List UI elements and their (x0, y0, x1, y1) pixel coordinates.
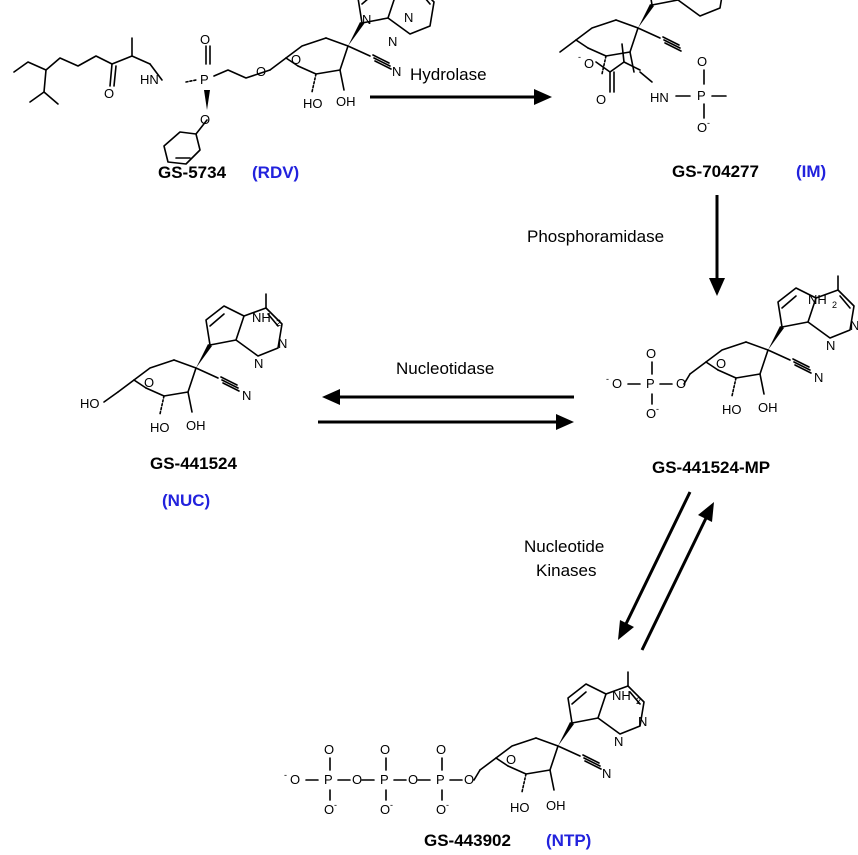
compound-abbr-ntp: (NTP) (546, 831, 591, 850)
atom-label: N (242, 388, 251, 403)
charge-label: - (707, 118, 710, 128)
atom-label: O (256, 64, 266, 79)
compound-ntp: O - P O O - O P O O - O P O O - O O HO O… (284, 671, 647, 850)
atom-label: HN (140, 72, 159, 87)
atom-label: O (646, 346, 656, 361)
atom-label: HN (650, 90, 669, 105)
atom-label: O (506, 752, 516, 767)
arrow-kinases-forward (618, 491, 692, 640)
atom-label: O (697, 54, 707, 69)
atom-label: HO (510, 800, 530, 815)
atom-label: O (646, 406, 656, 421)
atom-label: P (380, 772, 389, 787)
subscript-label: 2 (276, 318, 281, 328)
atom-label: N (404, 10, 413, 25)
compound-abbr-im: (IM) (796, 162, 826, 181)
compound-rdv: O HN P O O O O HO OH N N N N NH GS-5734 … (13, 0, 435, 182)
arrow-phosphoramidase (709, 195, 725, 296)
subscript-label: 2 (636, 696, 641, 706)
atom-label: O (436, 742, 446, 757)
atom-label: O (676, 376, 686, 391)
atom-label: O (290, 772, 300, 787)
atom-label: O (380, 742, 390, 757)
atom-label: P (200, 72, 209, 87)
charge-label: - (446, 800, 449, 810)
charge-label: - (334, 800, 337, 810)
charge-label: - (284, 770, 287, 780)
compound-mp: O - P O O - O O HO OH N N N NH 2 GS-4415… (606, 275, 858, 477)
atom-label: O (612, 376, 622, 391)
atom-label: O (144, 375, 154, 390)
atom-label: O (584, 56, 594, 71)
atom-label: HO (80, 396, 100, 411)
atom-label: P (646, 376, 655, 391)
atom-label: P (324, 772, 333, 787)
atom-label: N (614, 734, 623, 749)
atom-label: N (392, 64, 401, 79)
enzyme-kinases-line2: Kinases (536, 561, 596, 580)
charge-label: - (656, 404, 659, 414)
atom-label: N (814, 370, 823, 385)
atom-label: O (380, 802, 390, 817)
compound-code-nuc: GS-441524 (150, 454, 237, 473)
compound-abbr-nuc: (NUC) (162, 491, 210, 510)
atom-label: O (291, 52, 301, 67)
compound-nuc: HO O HO OH N N N NH 2 GS-441524 (NUC) (80, 293, 287, 510)
enzyme-kinases-line1: Nucleotide (524, 537, 604, 556)
arrow-hydrolase (370, 89, 552, 105)
charge-label: - (578, 52, 581, 62)
atom-label: O (408, 772, 418, 787)
atom-label: HO (303, 96, 323, 111)
atom-label: N (278, 336, 287, 351)
atom-label: O (324, 802, 334, 817)
atom-label: O (464, 772, 474, 787)
compound-code-im: GS-704277 (672, 162, 759, 181)
atom-label: P (697, 88, 706, 103)
compound-abbr-rdv: (RDV) (252, 163, 299, 182)
atom-label: HO (150, 420, 170, 435)
atom-label: HO (722, 402, 742, 417)
compound-code-mp: GS-441524-MP (652, 458, 770, 477)
atom-label: NH (252, 310, 271, 325)
atom-label: O (716, 356, 726, 371)
atom-label: P (436, 772, 445, 787)
atom-label: O (200, 32, 210, 47)
atom-label: OH (186, 418, 206, 433)
arrow-nucleotidase-forward (322, 389, 574, 405)
atom-label: O (104, 86, 114, 101)
atom-label: NH (808, 292, 827, 307)
atom-label: O (200, 112, 210, 127)
atom-label: O (436, 802, 446, 817)
atom-label: O (697, 120, 707, 135)
subscript-label: 2 (832, 300, 837, 310)
atom-label: O (324, 742, 334, 757)
compound-code-rdv: GS-5734 (158, 163, 227, 182)
atom-label: N (638, 714, 647, 729)
enzyme-hydrolase: Hydrolase (410, 65, 487, 84)
compound-im: O - O HN P O O - GS-704277 (IM) (559, 0, 826, 181)
arrow-nucleotidase-reverse (318, 414, 574, 430)
enzyme-nucleotidase: Nucleotidase (396, 359, 494, 378)
charge-label: - (606, 374, 609, 384)
enzyme-phosphoramidase: Phosphoramidase (527, 227, 664, 246)
atom-label: OH (336, 94, 356, 109)
atom-label: OH (758, 400, 778, 415)
atom-label: N (362, 12, 371, 27)
atom-label: O (596, 92, 606, 107)
atom-label: N (388, 34, 397, 49)
atom-label: N (254, 356, 263, 371)
charge-label: - (390, 800, 393, 810)
compound-code-ntp: GS-443902 (424, 831, 511, 850)
atom-label: N (826, 338, 835, 353)
atom-label: N (850, 318, 858, 333)
atom-label: NH (612, 688, 631, 703)
atom-label: O (352, 772, 362, 787)
arrow-kinases-reverse (640, 502, 714, 651)
atom-label: OH (546, 798, 566, 813)
atom-label: N (602, 766, 611, 781)
